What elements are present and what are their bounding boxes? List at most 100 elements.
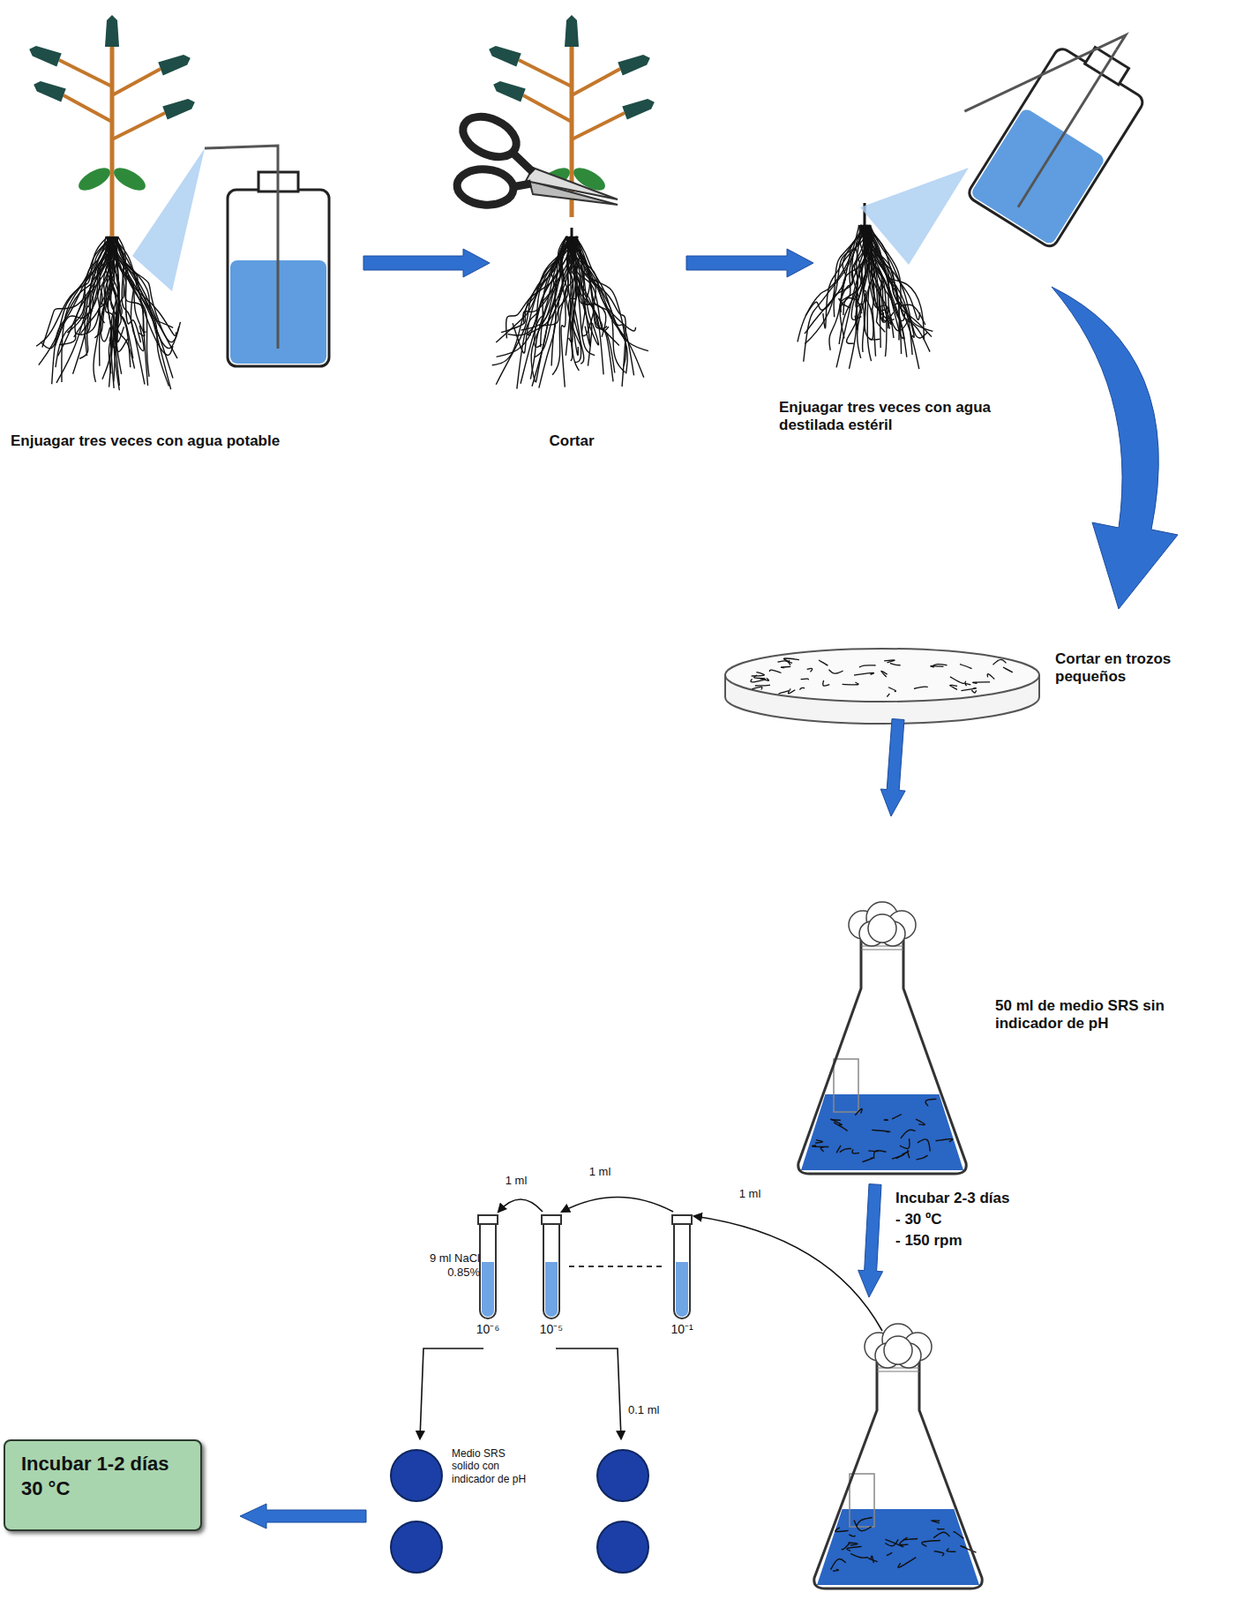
step-arrow <box>363 248 490 278</box>
drawing-part <box>539 236 572 389</box>
incubation-box: Incubar 1-2 días30 °C <box>3 1438 203 1531</box>
drawing-part <box>797 224 860 342</box>
drawing-part <box>567 236 645 378</box>
step-label: 1 ml <box>494 1173 539 1188</box>
drawing-part <box>946 1548 956 1552</box>
drawing-part <box>277 163 280 349</box>
agar-plate <box>390 1449 442 1501</box>
drawing-part <box>571 68 621 96</box>
drawing-part <box>930 1520 940 1523</box>
drawing-part <box>104 14 120 47</box>
agar-plate <box>390 1520 442 1573</box>
drawing-part <box>98 236 113 323</box>
drawing-part <box>561 236 574 388</box>
drawing-part <box>933 1531 950 1537</box>
drawing-part <box>110 163 150 195</box>
drawing-part <box>871 1129 891 1132</box>
drawing-part <box>511 151 533 173</box>
agar-plate <box>597 1520 649 1573</box>
plant-shoot <box>486 14 657 237</box>
drawing-part <box>52 236 115 384</box>
drawing-part <box>84 236 113 356</box>
step-label: Enjuagar tres veces con agua destilada e… <box>779 398 1044 435</box>
drawing-part <box>478 1214 498 1224</box>
drawing-part <box>750 678 766 682</box>
drawing-part <box>455 166 515 207</box>
drawing-part <box>890 663 901 666</box>
drawing-part <box>831 1558 847 1569</box>
drawing-part <box>531 236 570 383</box>
transfer-arrow <box>694 1215 883 1331</box>
step-label: 10⁻⁶ <box>461 1321 515 1337</box>
drawing-part <box>42 236 108 347</box>
drawing-part <box>552 236 575 375</box>
step-label: 10⁻⁵ <box>524 1321 578 1337</box>
step-label: 0.1 ml <box>628 1402 690 1417</box>
drawing-part <box>950 684 958 690</box>
drawing-part <box>936 1527 944 1529</box>
drawing-part <box>833 1122 847 1132</box>
step-label: 9 ml NaCl 0.85% <box>405 1251 480 1279</box>
drawing-part <box>960 1545 977 1552</box>
drawing-part <box>964 0 1126 163</box>
drawing-part <box>157 51 193 75</box>
drawing-part <box>787 688 795 693</box>
step-arrow <box>239 1503 367 1529</box>
drawing-part <box>481 1261 495 1317</box>
tube-series-dashes <box>569 1265 667 1267</box>
drawing-part <box>816 1508 980 1585</box>
drawing-part <box>899 1536 909 1544</box>
drawing-part <box>913 686 929 689</box>
drawing-part <box>110 46 115 237</box>
drawing-part <box>675 1261 689 1317</box>
drawing-part <box>576 236 625 373</box>
drawing-part <box>751 686 763 690</box>
step-label: 1 ml <box>723 1186 777 1201</box>
transfer-arrow <box>498 1198 543 1212</box>
drawing-part <box>835 1527 849 1532</box>
step-label: 50 ml de medio SRS sin indicador de pH <box>995 996 1225 1034</box>
drawing-part <box>672 1214 692 1224</box>
drawing-part <box>811 1145 829 1147</box>
step-label: 10⁻¹ <box>655 1321 709 1337</box>
drawing-part <box>63 95 113 122</box>
drawing-part <box>833 1058 859 1112</box>
drawing-part <box>959 664 973 669</box>
agar-plate <box>597 1449 649 1501</box>
drawing-part <box>523 95 572 122</box>
drawing-part <box>921 1540 941 1547</box>
drawing-part <box>26 42 61 67</box>
water-spray <box>132 148 205 292</box>
drawing-part <box>883 1118 889 1121</box>
drawing-part <box>856 1517 873 1527</box>
petri-dish <box>725 648 1040 724</box>
drawing-part <box>891 1114 902 1119</box>
drawing-part <box>883 659 895 663</box>
step-label: 1 ml <box>573 1164 627 1179</box>
drawing-part <box>112 68 161 96</box>
plating-arrow <box>555 1348 622 1439</box>
drawing-part <box>820 1146 824 1152</box>
drawing-part <box>832 1568 839 1571</box>
drawing-part <box>511 183 532 188</box>
drawing-part <box>486 42 521 67</box>
drawing-part <box>798 935 967 1174</box>
drawing-part <box>574 236 626 387</box>
drawing-part <box>854 1108 862 1115</box>
drawing-part <box>846 1545 862 1551</box>
drawing-part <box>725 648 1040 702</box>
drawing-part <box>861 949 904 951</box>
drawing-part <box>861 1157 873 1162</box>
drawing-part <box>571 112 625 140</box>
drawing-part <box>801 678 810 680</box>
drawing-part <box>960 688 976 691</box>
wash-bottle <box>204 145 330 367</box>
drawing-part <box>545 1261 558 1317</box>
drawing-part <box>852 1148 860 1154</box>
box-text: Incubar 1-2 días <box>21 1451 185 1476</box>
drawing-part <box>807 667 813 672</box>
drawing-part <box>916 1154 929 1160</box>
dilution-tube <box>541 1214 562 1319</box>
step-label: Cortar en trozos pequeños <box>1055 650 1232 687</box>
curved-arrow <box>1051 286 1178 609</box>
